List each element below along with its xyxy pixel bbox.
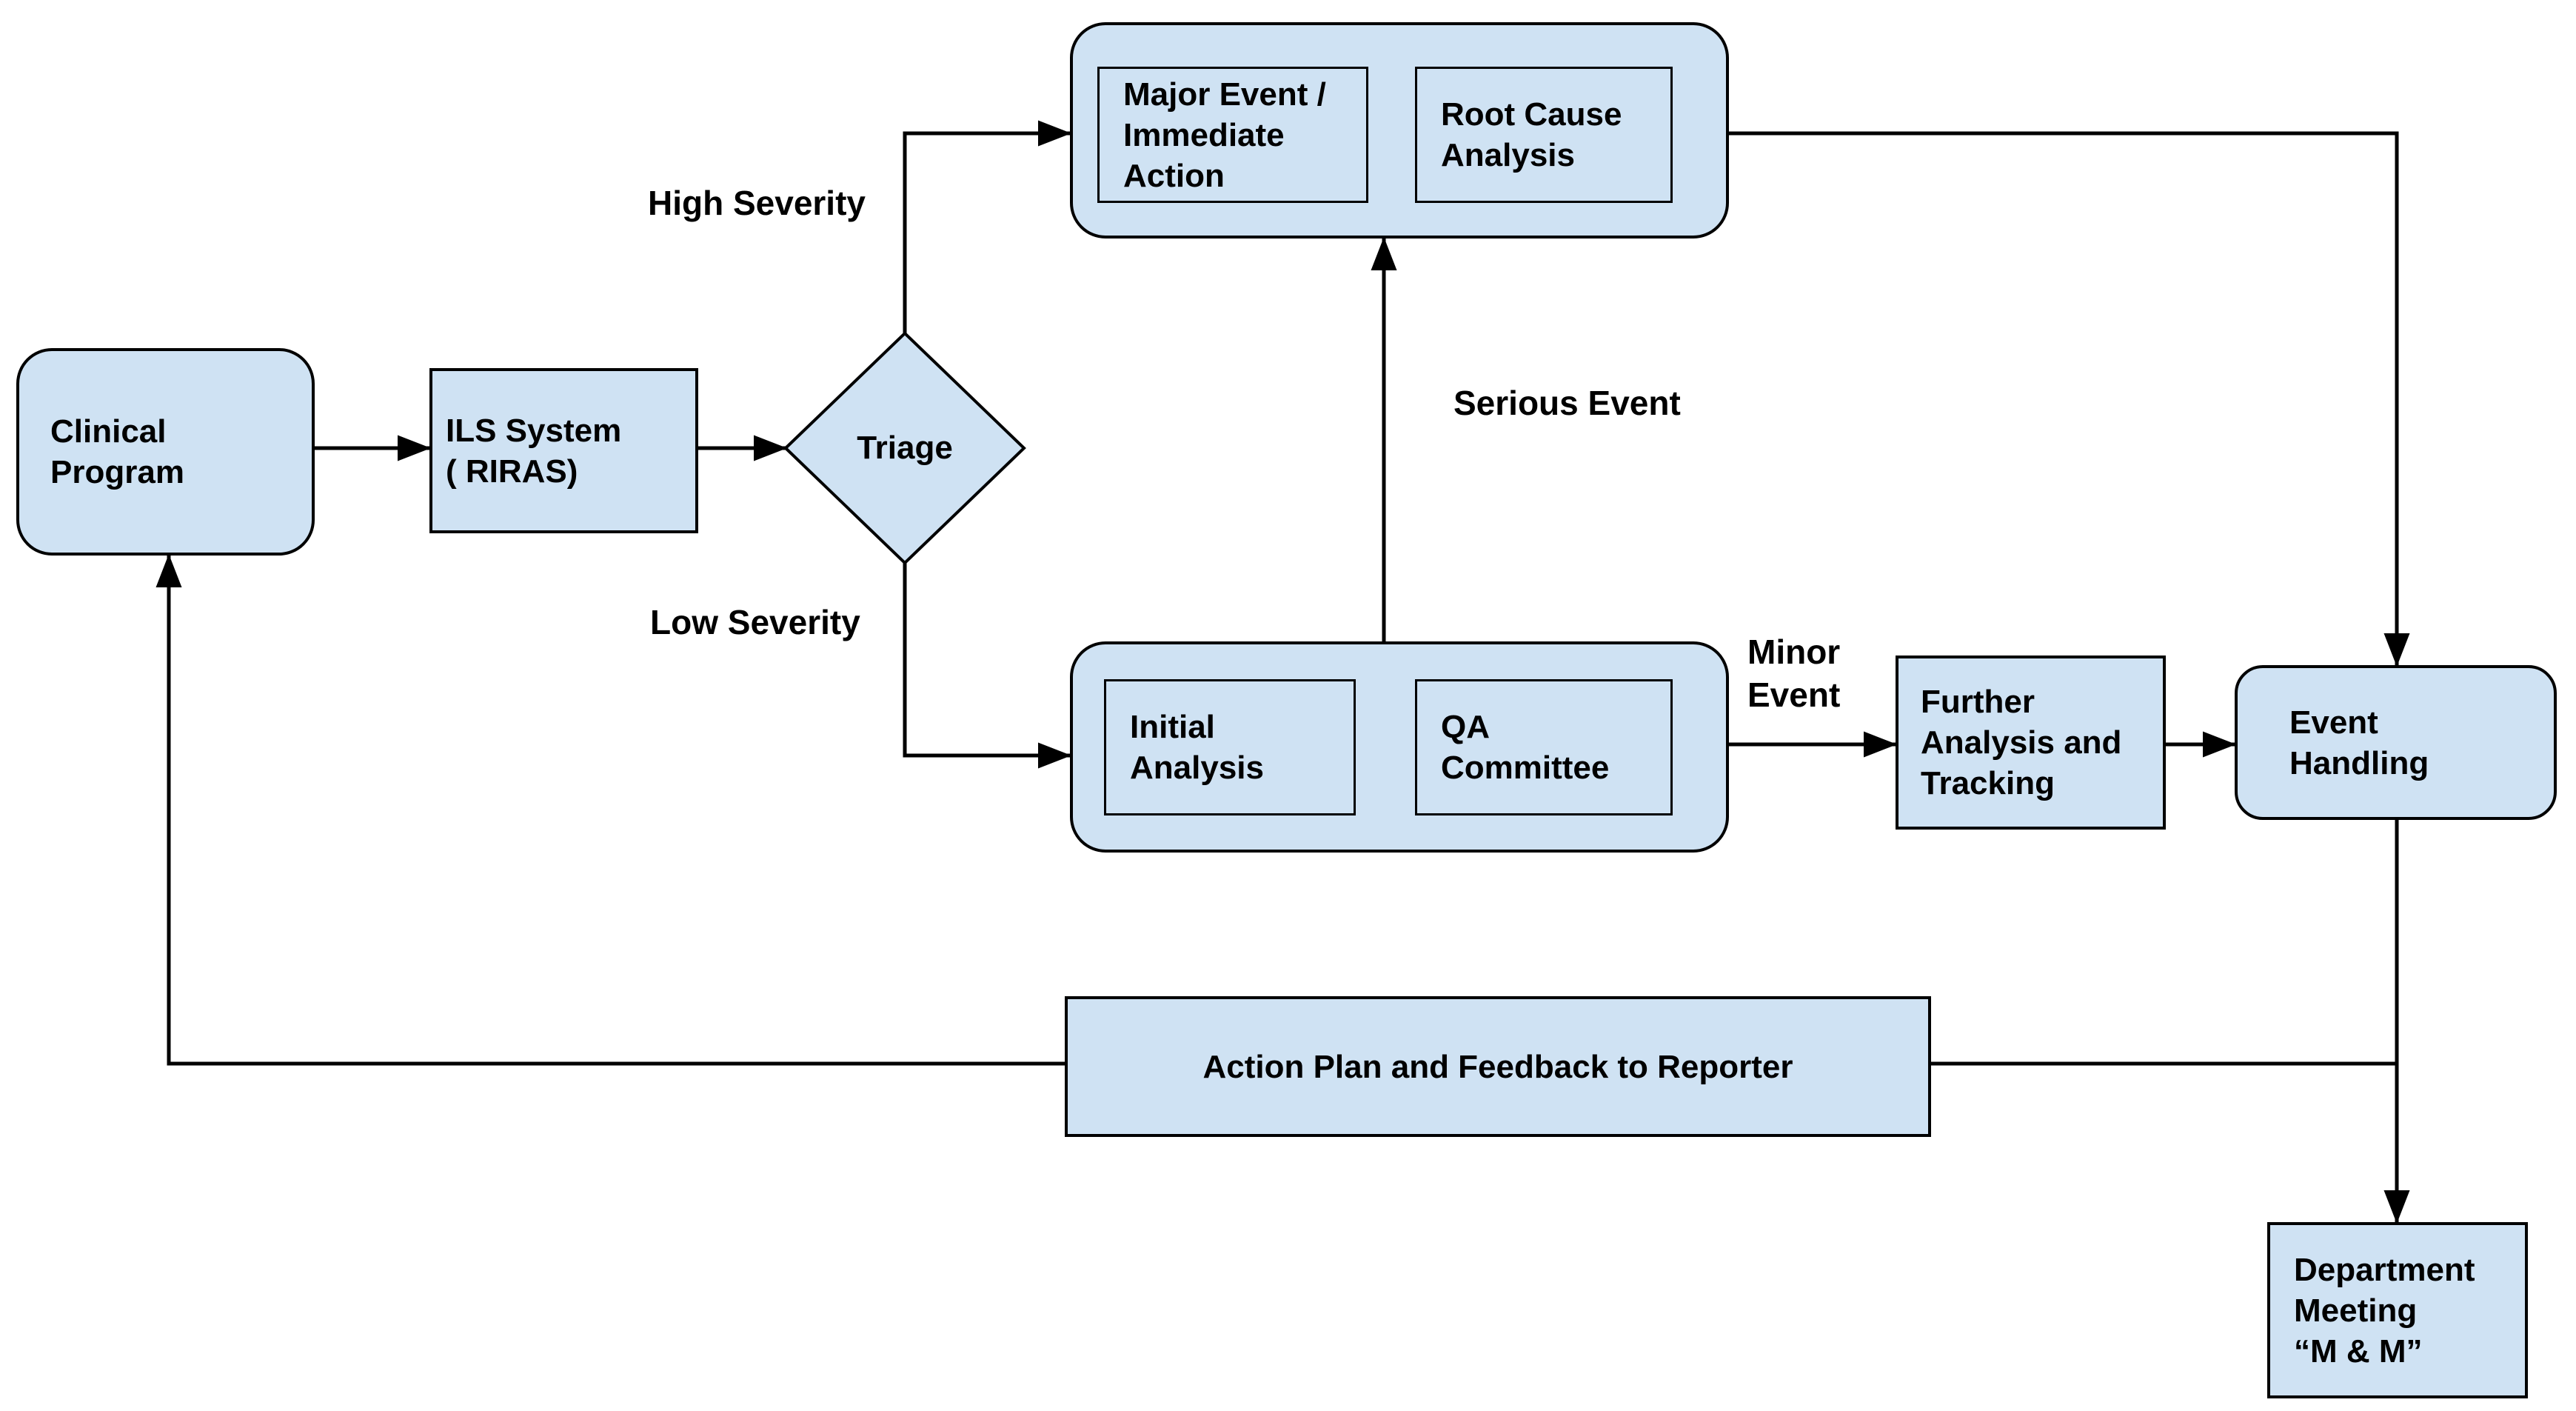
- edge-triage-low-severity: [903, 563, 1071, 769]
- initial-analysis-label: Initial Analysis: [1130, 709, 1264, 786]
- further-analysis-label: Further Analysis and Tracking: [1921, 684, 2122, 801]
- node-action-plan-feedback: Action Plan and Feedback to Reporter: [1065, 996, 1931, 1137]
- node-ils-system: ILS System ( RIRAS): [429, 368, 698, 533]
- edge-rootcause-to-event-handling: [1729, 131, 2410, 667]
- edge-triage-high-severity: [903, 120, 1071, 333]
- group-initial-analysis-qa: Initial Analysis QA Committee: [1070, 641, 1729, 853]
- clinical-program-label: Clinical Program: [50, 413, 184, 490]
- label-high-severity: High Severity: [648, 184, 866, 222]
- root-cause-label: Root Cause Analysis: [1441, 96, 1622, 173]
- node-event-handling: Event Handling: [2235, 665, 2557, 820]
- node-initial-analysis: Initial Analysis: [1104, 679, 1356, 815]
- major-event-label: Major Event / Immediate Action: [1123, 76, 1326, 194]
- node-root-cause-analysis: Root Cause Analysis: [1415, 67, 1673, 203]
- triage-diamond: [783, 331, 1026, 565]
- group-major-event-rca: Major Event / Immediate Action Root Caus…: [1070, 22, 1729, 238]
- node-further-analysis-tracking: Further Analysis and Tracking: [1896, 656, 2166, 830]
- triage-label: Triage: [857, 430, 953, 466]
- department-meeting-label: Department Meeting “M & M”: [2294, 1251, 2475, 1370]
- node-department-meeting: Department Meeting “M & M”: [2267, 1222, 2528, 1398]
- ils-system-label: ILS System ( RIRAS): [446, 412, 622, 490]
- event-handling-label: Event Handling: [2289, 704, 2429, 781]
- qa-committee-label: QA Committee: [1441, 709, 1610, 786]
- node-triage: Triage: [786, 333, 1024, 563]
- node-qa-committee: QA Committee: [1415, 679, 1673, 815]
- node-clinical-program: Clinical Program: [16, 348, 315, 556]
- label-serious-event: Serious Event: [1453, 384, 1681, 422]
- node-major-event-immediate-action: Major Event / Immediate Action: [1097, 67, 1368, 203]
- label-minor-event: Minor Event: [1747, 633, 1841, 714]
- action-plan-label: Action Plan and Feedback to Reporter: [1202, 1048, 1793, 1085]
- label-low-severity: Low Severity: [650, 603, 860, 641]
